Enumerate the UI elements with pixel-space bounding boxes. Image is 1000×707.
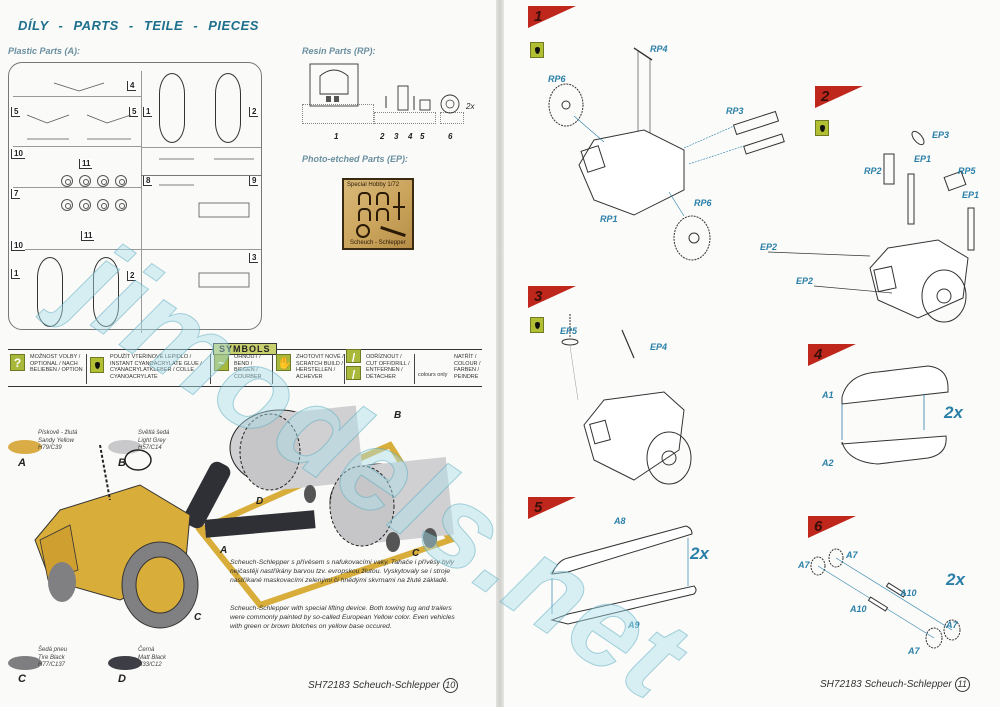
page-gutter: [496, 0, 504, 707]
vehicle-color-illustration: [34, 405, 455, 629]
step-5-marker: 5: [528, 497, 576, 519]
symbol-optional: ? Možnost volby / Optional / Nach Belieb…: [10, 354, 83, 384]
sprue-part-number: 10: [11, 241, 25, 251]
symbol-scratch-build: ✋ Zhotovit nové / Scratch build / Herste…: [276, 354, 344, 380]
sprue-part-number: 10: [11, 149, 25, 159]
symbol-glue: Použít vteřinové lepidlo / Instant cyano…: [90, 354, 208, 384]
photo-etched-fret: Special Hobby 1/72 Scheuch - Schlepper: [342, 178, 414, 250]
label-a9: A9: [628, 620, 640, 630]
sprue-part-number: 11: [81, 231, 95, 241]
label-ep2: EP2: [796, 276, 814, 286]
step-4-diagram: [841, 365, 949, 465]
callout-c: C: [194, 612, 202, 623]
plastic-sprue-diagram: 4 5 5 1 2 10 11 7 8 9 11 10 1 2 3: [8, 62, 262, 333]
callout-c: C: [412, 548, 420, 559]
sprue-part-number: 4: [127, 81, 137, 91]
sprue-part-number: 1: [143, 107, 153, 117]
parts-title: DÍLY - PARTS - TEILE - PIECES: [18, 18, 259, 33]
step-4-marker: 4: [808, 344, 856, 366]
left-page: DÍLY - PARTS - TEILE - PIECES Plastic Pa…: [0, 0, 496, 707]
symbol-bend: ~ Ohnout / Bend / Biegen / Courber: [214, 354, 274, 384]
sprue-part-number: 5: [11, 107, 21, 117]
bend-icon: ~: [214, 354, 229, 371]
resin-parts-label: Resin Parts (RP):: [302, 46, 376, 56]
question-icon: ?: [10, 354, 25, 371]
label-ep1: EP1: [914, 154, 932, 164]
label-rp1: RP1: [600, 214, 618, 224]
color-chip-a: [8, 440, 42, 454]
symbols-title: SYMBOLS: [213, 343, 277, 355]
sprue-part-number: 2: [127, 271, 137, 281]
sprue-part-number: 8: [143, 176, 153, 186]
step-5-diagram: [550, 525, 697, 625]
glue-drop-icon: [90, 357, 104, 373]
color-chip-c: [8, 656, 42, 670]
label-a7: A7: [946, 620, 958, 630]
label-a7: A7: [846, 550, 858, 560]
label-a1: A1: [822, 390, 834, 400]
page-number: 11: [954, 677, 970, 692]
description-cz: Scheuch-Schlepper s přívěsem s nafukovac…: [230, 559, 455, 584]
photo-etched-label: Photo-etched Parts (EP):: [302, 154, 409, 164]
description-en: Scheuch-Schlepper with special lifting d…: [230, 605, 455, 630]
resin-qty: 2x: [466, 102, 475, 111]
color-chip-d: [108, 656, 142, 670]
sprue-part-number: 5: [129, 107, 139, 117]
step-6-marker: 6: [808, 516, 856, 538]
sprue-part-number: 7: [11, 189, 21, 199]
step-1-marker: 1: [528, 6, 576, 28]
symbol-paint: colours only Natřít / Colour / Farben / …: [418, 354, 481, 380]
step-3-diagram: [561, 314, 692, 485]
label-a7: A7: [908, 646, 920, 656]
sprue-part-number: 9: [249, 176, 259, 186]
right-page: 1 RP4 RP6 RP3 RP1 RP6 2 EP3 EP1: [504, 0, 1000, 707]
label-ep5: EP5: [560, 326, 578, 336]
label-ep1: EP1: [962, 190, 980, 200]
symbol-cut-off: / / Odříznout / Cut off/drill / Entferne…: [346, 349, 416, 384]
label-a8: A8: [614, 516, 626, 526]
glue-drop-icon: [530, 317, 544, 333]
label-rp3: RP3: [726, 106, 744, 116]
step-3-marker: 3: [528, 286, 576, 308]
label-rp6: RP6: [548, 74, 566, 84]
step-2-diagram: [767, 130, 975, 323]
sprue-part-number: 1: [11, 269, 21, 279]
label-rp6: RP6: [694, 198, 712, 208]
qty-2x: 2x: [946, 570, 965, 589]
glue-drop-icon: [815, 120, 829, 136]
step-1-diagram: [548, 47, 785, 261]
label-rp5: RP5: [958, 166, 976, 176]
symbols-legend: SYMBOLS ? Možnost volby / Optional / Nac…: [8, 343, 482, 387]
callout-d: D: [256, 496, 264, 507]
label-a10: A10: [900, 588, 917, 598]
label-a2: A2: [822, 458, 834, 468]
label-rp2: RP2: [864, 166, 882, 176]
label-ep3: EP3: [932, 130, 950, 140]
sprue-part-number: 3: [249, 253, 259, 263]
plastic-parts-label: Plastic Parts (A):: [8, 46, 81, 56]
page-number: 10: [442, 678, 458, 693]
glue-drop-icon: [530, 42, 544, 58]
label-rp4: RP4: [650, 44, 668, 54]
cut-off-icon: /: [346, 349, 361, 365]
label-a10: A10: [850, 604, 867, 614]
step-2-marker: 2: [815, 86, 863, 108]
label-ep2: EP2: [760, 242, 778, 252]
sprue-part-number: 11: [79, 159, 93, 169]
qty-2x: 2x: [690, 544, 709, 563]
drill-icon: /: [346, 366, 361, 382]
label-a7: A7: [798, 560, 810, 570]
callout-b: B: [394, 410, 402, 421]
label-ep4: EP4: [650, 342, 668, 352]
step-6-diagram: [810, 548, 961, 649]
sprue-part-number: 2: [249, 107, 259, 117]
scratch-build-icon: ✋: [276, 354, 292, 371]
qty-2x: 2x: [944, 403, 963, 422]
callout-a: A: [220, 545, 228, 556]
